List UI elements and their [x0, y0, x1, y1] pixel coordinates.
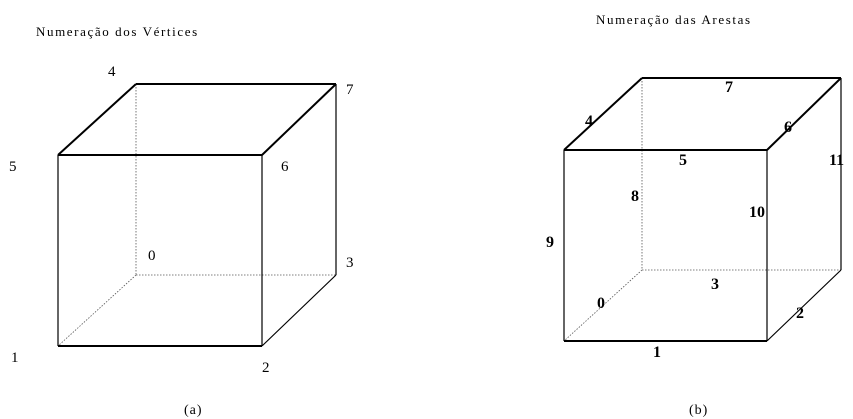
cube-b [563, 77, 842, 342]
edge-label-2: 2 [796, 305, 804, 322]
cube-a-edge [261, 274, 337, 347]
vertex-label-0: 0 [148, 248, 156, 264]
vertex-label-1: 1 [11, 350, 19, 366]
edge-label-9: 9 [546, 234, 554, 251]
cube-b-edge [766, 269, 842, 342]
edge-label-10: 10 [749, 204, 765, 221]
edge-label-0: 0 [597, 295, 605, 312]
diagram-a-title: Numeração dos Vértices [36, 24, 199, 39]
edge-label-11: 11 [829, 152, 844, 169]
cube-a-edge [261, 83, 337, 156]
edge-label-1: 1 [653, 344, 661, 361]
vertex-label-7: 7 [346, 82, 354, 98]
cube-a-edge [57, 83, 137, 156]
cube-b-edge [766, 77, 842, 151]
edge-label-7: 7 [725, 79, 733, 96]
vertex-label-5: 5 [9, 159, 17, 175]
vertex-label-4: 4 [108, 64, 116, 80]
cube-a-hidden-edge [57, 274, 137, 347]
edge-label-3: 3 [711, 276, 719, 293]
vertex-label-6: 6 [281, 159, 289, 175]
edge-label-5: 5 [679, 152, 687, 169]
vertex-label-3: 3 [346, 255, 354, 271]
vertex-label-2: 2 [262, 360, 270, 376]
edge-label-6: 6 [784, 119, 792, 136]
diagram-b: Numeração das Arestas 0 1 2 3 4 5 6 7 8 … [546, 12, 844, 418]
cube-b-hidden-edge [563, 269, 643, 342]
diagram-b-title: Numeração das Arestas [596, 12, 752, 27]
diagram-a-caption: (a) [184, 403, 203, 418]
diagram-b-caption: (b) [689, 403, 708, 418]
edge-label-8: 8 [631, 188, 639, 205]
cube-b-edge [563, 77, 643, 151]
cube-a [57, 83, 337, 347]
diagram-a: Numeração dos Vértices 0 1 2 3 4 5 6 7 (… [9, 24, 354, 418]
edge-label-4: 4 [585, 113, 593, 130]
